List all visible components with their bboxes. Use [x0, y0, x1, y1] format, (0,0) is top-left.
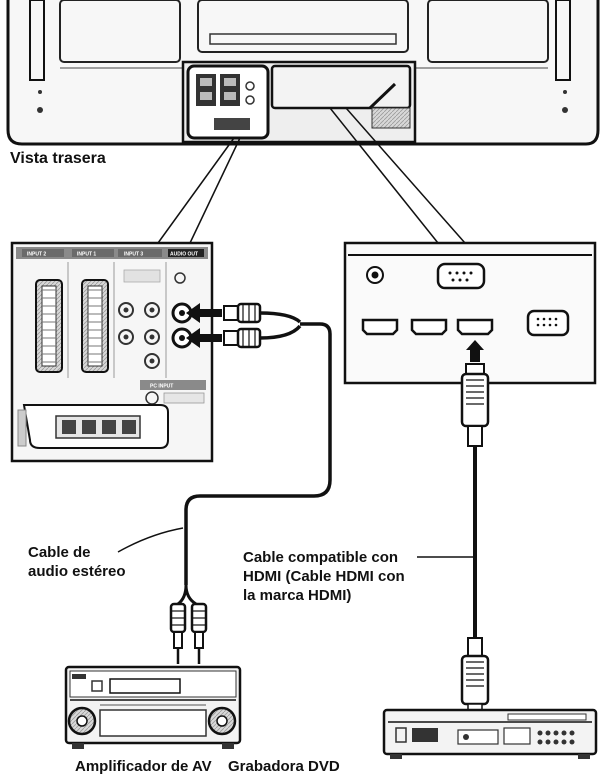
- scart-connector-input2: [35, 279, 63, 373]
- arrow-left-icon: [186, 303, 222, 323]
- hdmi-cable: [460, 340, 490, 711]
- hdmi-port-1: [361, 318, 399, 336]
- hdmi-cable-label-line1: Cable compatible con: [243, 549, 398, 566]
- av-amplifier: [64, 665, 242, 749]
- left-terminal-panel: INPUT 2 INPUT 1 INPUT 3 AUDIO OUT: [10, 241, 214, 463]
- hdmi-cable-label-line2: HDMI (Cable HDMI con: [243, 568, 405, 585]
- arrow-left-icon: [186, 328, 222, 348]
- vga-port: [526, 309, 570, 337]
- audio-out-label: AUDIO OUT: [170, 252, 198, 258]
- hdmi-port-3: [456, 318, 494, 336]
- rear-view-label: Vista trasera: [10, 150, 106, 167]
- stereo-cable-label-line2: audio estéreo: [28, 563, 126, 580]
- stereo-cable-label-line1: Cable de: [28, 544, 91, 561]
- input1-label: INPUT 1: [77, 252, 96, 258]
- pc-input-label: PC INPUT: [150, 384, 173, 390]
- stereo-cable-leader: [117, 527, 184, 553]
- hdmi-port-2: [410, 318, 448, 336]
- hdmi-cable-label-line3: la marca HDMI): [243, 587, 351, 604]
- input3-label: INPUT 3: [124, 252, 143, 258]
- dvd-recorder-label: Grabadora DVD: [228, 758, 340, 775]
- scart-connector-input1: [81, 279, 109, 373]
- dvd-recorder: [382, 708, 598, 759]
- av-amplifier-label: Amplificador de AV: [75, 758, 212, 775]
- input2-label: INPUT 2: [27, 252, 46, 258]
- arrow-up-icon: [466, 340, 484, 362]
- tv-rear-view: [6, 0, 600, 146]
- stereo-audio-cable: [169, 302, 332, 664]
